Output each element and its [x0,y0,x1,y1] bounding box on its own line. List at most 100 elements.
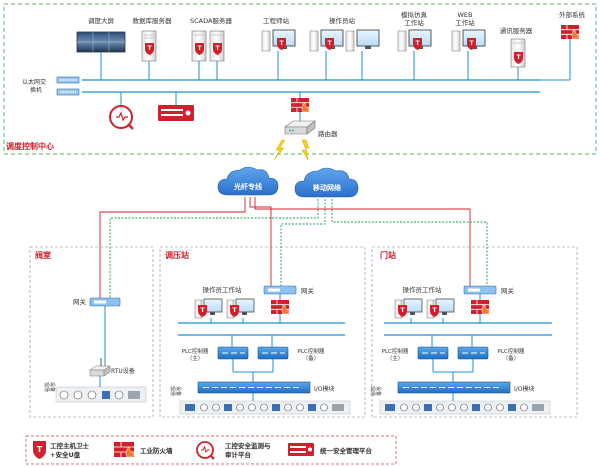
host-guard-icon: T [514,52,523,64]
legend-guard-icon: T [33,441,46,459]
scada-server-label: SCADA服务器 [190,16,232,25]
lightning-icon [301,139,310,161]
host-guard-icon: T [230,305,239,317]
db-server-label: 数据库服务器 [133,16,173,25]
gate-frame [371,246,578,418]
firewall-icon [471,300,490,315]
control-center-frame [3,3,597,155]
gateway-device [89,297,121,307]
svg-text:T: T [327,40,332,47]
host-guard-icon: T [467,38,476,50]
regulator-io-label: I/O模块 [314,385,335,393]
gate-field-label-1: 现场 [369,386,376,396]
gate-plc-main-label-2: （主） [387,354,404,362]
comm-server-label: 通讯服务器 [500,26,533,35]
regulator-ws-label: 操作员工作站 [203,285,243,294]
gate-ws-label: 操作员工作站 [403,285,443,294]
gate-field-label-2: 设备 [375,386,382,396]
router-icon [284,120,316,135]
ethernet-switch-label-1: 以太网交 [22,78,46,86]
legend-monitor-icon [196,441,215,460]
svg-text:T: T [469,40,474,47]
legend-monitor-label-2: 审计平台 [225,450,252,459]
host-guard-icon: T [198,305,207,317]
legend-mgmt-label: 统一安全管理平台 [320,446,373,455]
firewall-icon [291,98,310,113]
web-station-label-2: 工作站 [455,18,475,27]
svg-text:T: T [215,45,220,52]
svg-text:T: T [400,307,405,314]
legend-mgmt-icon [288,443,314,456]
valve-room-frame [29,246,154,418]
scada-server [191,30,225,80]
control-center-title: 调度控制中心 [6,141,54,151]
valve-room-title: 阀室 [35,250,51,260]
management-platform-icon [158,105,194,121]
host-guard-icon: T [398,305,407,317]
ethernet-switch-bottom [56,88,80,96]
host-guard-icon: T [145,43,154,55]
host-guard-icon: T [430,305,439,317]
legend-firewall-icon [114,442,135,458]
legend-frame [25,435,397,465]
valve-field-label-2: 设备 [49,382,56,392]
mobile-cloud-label: 移动网络 [313,183,341,192]
big-screen [76,31,126,80]
web-station [451,29,486,80]
operator-station-2 [345,29,380,80]
regulator-plc-main-label-1: PLC控制器 [182,347,209,355]
regulator-frame [159,246,366,418]
plc-backup [457,346,489,360]
plc-main [217,346,249,360]
rtu-label: RTU设备 [111,367,135,375]
router-label: 路由器 [318,129,338,138]
legend-firewall-label: 工业防火墙 [140,446,173,455]
valve-gateway-label: 网关 [73,297,87,306]
big-screen-label: 调度大屏 [88,16,115,25]
host-guard-icon: T [277,38,286,50]
io-module-row [397,381,511,394]
svg-text:T: T [432,307,437,314]
plc-main [417,346,449,360]
sim-station [397,29,432,80]
web-station-label-1: WEB [458,11,473,19]
regulator-plc-backup-label-2: （备） [303,354,320,362]
gate-plc-backup-label-2: （备） [503,354,520,362]
host-guard-icon: T [413,38,422,50]
valve-field-label-1: 现场 [43,382,50,392]
regulator-field-label-1: 现场 [169,386,176,396]
gateway-device [263,285,297,295]
operator-station-label: 操作员站 [329,16,356,25]
io-module-row [197,381,311,394]
firewall-icon [271,300,290,315]
ethernet-switch-label-2: 换机 [30,86,42,94]
mobile-cloud [294,167,359,198]
gateway-device [463,285,497,295]
audit-monitor-icon [109,105,134,130]
lightning-icon [273,139,286,161]
svg-text:T: T [232,307,237,314]
gate-plc-main-label-1: PLC控制器 [382,347,409,355]
regulator-field-label-2: 设备 [175,386,182,396]
external-system-label: 外部系统 [559,10,586,19]
svg-text:T: T [147,45,152,52]
mobile-links [109,199,488,302]
firewall-icon [561,25,580,40]
svg-text:T: T [279,40,284,47]
gate-gateway-label: 网关 [501,286,515,295]
svg-text:T: T [415,40,420,47]
svg-text:T: T [37,445,43,454]
valve-field-devices [55,386,147,403]
legend-monitor-label-1: 工控安全监测与 [225,441,271,450]
gate-field-devices [379,400,551,415]
operator-station-1 [309,29,344,80]
db-server [141,30,157,80]
engineer-station [261,29,296,80]
rtu-device [89,358,111,377]
legend-guard-label-1: 工控主机卫士 [50,441,90,450]
regulator-field-devices [179,400,351,415]
fiber-cloud [217,166,279,196]
svg-text:T: T [197,45,202,52]
gate-io-label: I/O模块 [514,385,535,393]
